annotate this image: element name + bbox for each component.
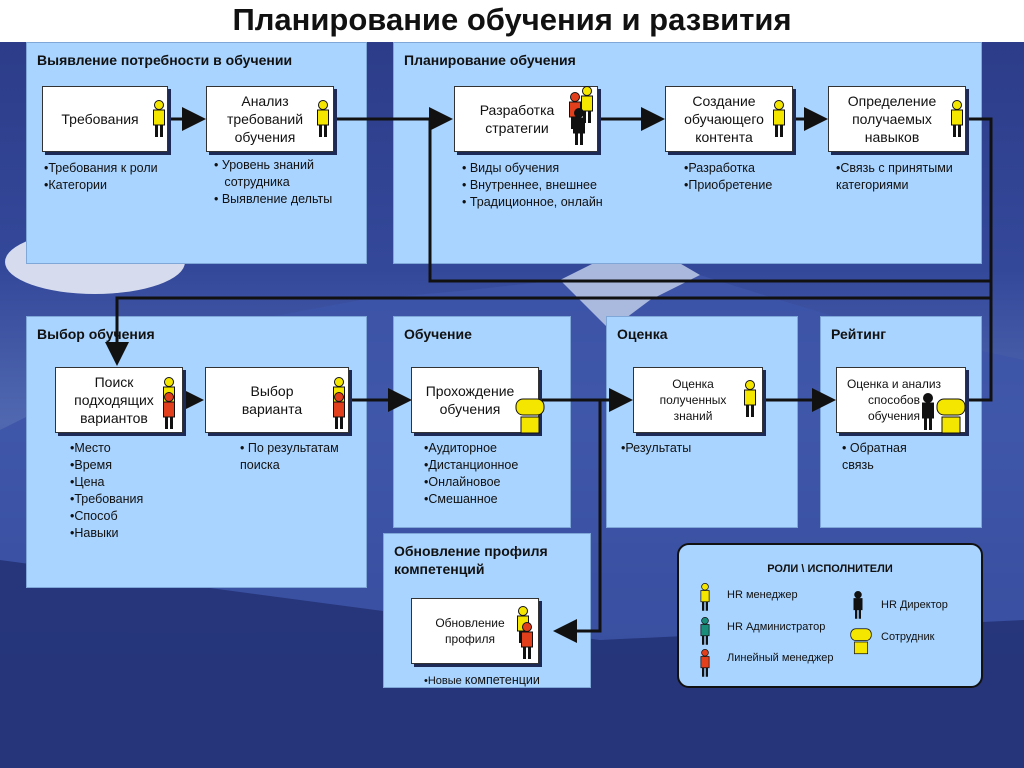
note-line: • Виды обучения <box>462 161 560 175</box>
panel-title-planning: Планирование обучения <box>404 52 576 68</box>
hr-director-icon <box>922 393 934 430</box>
note-line: •Разработка <box>684 161 756 175</box>
hr-manager-icon <box>744 380 756 417</box>
hr-manager-icon <box>951 100 963 137</box>
hr-admin-icon <box>700 617 710 645</box>
note-line: • Внутреннее, внешнее <box>462 178 597 192</box>
note-line: • Традиционное, онлайн <box>462 195 603 209</box>
legend-line-manager: Линейный менеджер <box>727 652 834 664</box>
panel-title-profile: Обновление профиля компетенций <box>394 543 548 577</box>
notes-strategy: • Виды обучения • Внутреннее, внешнее • … <box>462 160 603 211</box>
hr-manager-icon <box>153 100 165 137</box>
note-line: •Приобретение <box>684 178 773 192</box>
hr-manager-icon <box>773 100 785 137</box>
note-line: •Требования <box>70 492 144 506</box>
note-prefix: •Новые <box>424 675 465 687</box>
note-line: •Навыки <box>70 526 119 540</box>
line-manager-icon <box>163 392 175 429</box>
hr-manager-icon <box>700 583 710 611</box>
employee-icon <box>850 628 872 655</box>
card-label: Создание обучающего контента <box>684 93 764 145</box>
panel-title-training: Обучение <box>404 326 472 342</box>
note-line: • По результатам <box>240 441 339 455</box>
legend-hr-director: HR Директор <box>881 599 948 611</box>
panel-title-selection: Выбор обучения <box>37 326 155 342</box>
card-content[interactable]: Создание обучающего контента <box>665 86 793 152</box>
card-label: Требования <box>61 111 139 127</box>
notes-content: •Разработка •Приобретение <box>684 160 772 194</box>
roles-legend: РОЛИ \ ИСПОЛНИТЕЛИ HR менеджер HR Админи… <box>677 543 983 688</box>
card-skills[interactable]: Определение получаемых навыков <box>828 86 966 152</box>
line-manager-icon <box>521 622 533 659</box>
legend-title: РОЛИ \ ИСПОЛНИТЕЛИ <box>767 563 893 575</box>
card-search[interactable]: Поиск подходящих вариантов <box>55 367 183 433</box>
notes-passing: •Аудиторное •Дистанционное •Онлайновое •… <box>424 440 518 508</box>
card-label: Оценка и анализ способов обучения <box>846 377 942 423</box>
note-line: •Категории <box>44 178 108 192</box>
card-label: Определение получаемых навыков <box>847 93 937 145</box>
page-title: Планирование обучения и развития <box>0 0 1024 42</box>
notes-requirements: •Требования к роли •Категории <box>44 160 158 194</box>
card-passing[interactable]: Прохождение обучения <box>411 367 539 433</box>
notes-profile: •Новые компетенции <box>424 672 540 690</box>
employee-icon <box>936 398 966 434</box>
note-line: •Время <box>70 458 112 472</box>
note-line: категориями <box>836 178 909 192</box>
panel-planning: Планирование обучения <box>393 42 982 264</box>
notes-choice: • По результатам поиска <box>240 440 339 474</box>
note-line: • Уровень знаний <box>214 158 314 172</box>
card-analysis[interactable]: Анализ требований обучения <box>206 86 334 152</box>
notes-knowledge: •Результаты <box>621 440 691 457</box>
hr-manager-icon <box>317 100 329 137</box>
notes-skills: •Связь с принятыми категориями <box>836 160 953 194</box>
note-line: •Способ <box>70 509 118 523</box>
notes-analysis: • Уровень знаний сотрудника • Выявление … <box>214 157 332 208</box>
note-line: • Обратная <box>842 441 907 455</box>
note-line: •Смешанное <box>424 492 498 506</box>
legend-hr-admin: HR Администратор <box>727 621 826 633</box>
note-line: •Связь с принятыми <box>836 161 953 175</box>
note-line: поиска <box>240 458 280 472</box>
panel-title-needs: Выявление потребности в обучении <box>37 52 293 68</box>
note-line: • Выявление дельты <box>214 192 333 206</box>
card-label: Прохождение обучения <box>425 383 515 417</box>
legend-employee: Сотрудник <box>881 631 935 643</box>
legend-hr-manager: HR менеджер <box>727 589 798 601</box>
note-line: •Дистанционное <box>424 458 519 472</box>
card-label: Обновление профиля <box>435 616 505 646</box>
hr-director-icon <box>853 591 863 619</box>
panel-title-evaluation: Оценка <box>617 326 668 342</box>
card-choice[interactable]: Выбор варианта <box>205 367 349 433</box>
note-line: •Онлайновое <box>424 475 501 489</box>
panel-title-rating: Рейтинг <box>831 326 887 342</box>
line-manager-icon <box>333 392 345 429</box>
note-line: •Требования к роли <box>44 161 158 175</box>
note-line: •Цена <box>70 475 105 489</box>
note-line: •Место <box>70 441 111 455</box>
note-line: •Результаты <box>621 441 692 455</box>
hr-manager-icon <box>581 86 593 123</box>
card-knowledge[interactable]: Оценка полученных знаний <box>633 367 763 433</box>
card-label: Оценка полученных знаний <box>659 377 727 423</box>
line-manager-icon <box>700 649 710 677</box>
panel-needs: Выявление потребности в обучении <box>26 42 367 264</box>
notes-methods: • Обратная связь <box>842 440 907 474</box>
card-requirements[interactable]: Требования <box>42 86 168 152</box>
employee-icon <box>515 398 545 434</box>
note-line: связь <box>842 458 874 472</box>
hr-director-icon <box>573 108 585 145</box>
card-label: Анализ требований обучения <box>226 93 304 145</box>
card-label: Выбор варианта <box>241 383 303 417</box>
card-label: Поиск подходящих вариантов <box>74 374 154 426</box>
card-label: Разработка стратегии <box>479 102 555 136</box>
note-line: сотрудника <box>214 175 290 189</box>
note-rest: компетенции <box>464 673 540 687</box>
note-line: •Аудиторное <box>424 441 497 455</box>
notes-search: •Место •Время •Цена •Требования •Способ … <box>70 440 143 542</box>
